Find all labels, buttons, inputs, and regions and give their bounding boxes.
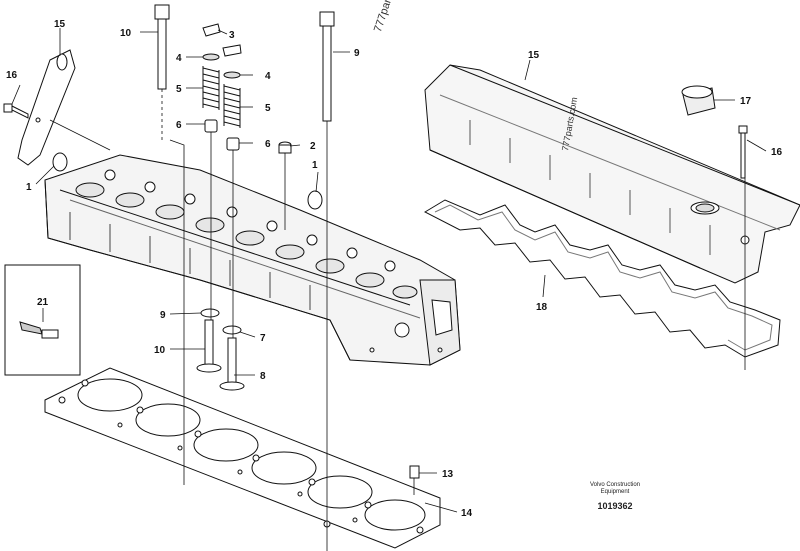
callout-20: 16 — [6, 70, 18, 81]
figure-number: 1019362 — [597, 501, 633, 511]
callout-9-text: 9 — [160, 310, 166, 321]
plug-1b — [307, 190, 323, 210]
callout-5: 5 — [176, 84, 182, 95]
head-bolt-12 — [154, 4, 170, 90]
spring-retainers — [202, 53, 241, 79]
callout-7: 7 — [260, 333, 266, 344]
callout-19: 15 — [54, 19, 66, 30]
callout-8: 8 — [260, 371, 266, 382]
cover-bolt — [738, 125, 748, 179]
callout-6: 6 — [176, 120, 182, 131]
manufacturer-footer: Volvo Construction Equipment 1019362 — [560, 482, 670, 511]
valves — [196, 319, 245, 391]
callout-4: 4 — [176, 53, 182, 64]
oil-filler-cap — [681, 85, 716, 116]
valve-cover — [424, 64, 800, 284]
callout-21-text: 21 — [37, 297, 49, 308]
callout-10-text: 10 — [154, 345, 166, 356]
callout-labels: 15 16 1 1 2 10 9 3 4 4 5 5 6 6 7 9 9 11 … — [6, 19, 783, 519]
insert-13 — [409, 465, 420, 479]
footer-line-2: Equipment — [600, 489, 630, 495]
plug-1 — [52, 152, 68, 172]
leader-lines — [11, 28, 767, 513]
callout-16-text: 16 — [771, 147, 783, 158]
callout-14: 14 — [461, 508, 473, 519]
assembly-lines — [49, 89, 746, 551]
cylinder-head — [44, 154, 461, 366]
callout-13: 13 — [442, 469, 454, 480]
callout-1: 1 — [26, 182, 32, 193]
head-bolt-11 — [319, 11, 335, 122]
callout-18-text: 18 — [536, 302, 548, 313]
footer-line-1: Volvo Construction — [589, 482, 641, 488]
callout-5b: 5 — [265, 103, 271, 114]
callout-6b: 6 — [265, 139, 271, 150]
sensor-inset — [4, 264, 81, 376]
callout-15-text: 15 — [528, 50, 540, 61]
bracket-bolt — [3, 103, 29, 119]
valve-guide — [278, 141, 292, 154]
valve-springs — [202, 66, 241, 128]
valve-seat-rings — [200, 308, 242, 335]
valve-keepers — [202, 23, 242, 57]
callout-1b: 1 — [312, 160, 318, 171]
lifting-bracket — [17, 49, 76, 166]
valve-cover-gasket — [423, 199, 781, 358]
callout-4b: 4 — [265, 71, 271, 82]
valve-seals — [204, 119, 240, 151]
callout-11: 9 — [354, 48, 360, 59]
callout-3: 3 — [229, 30, 235, 41]
callout-17-text: 17 — [740, 96, 752, 107]
callout-2: 2 — [310, 141, 316, 152]
head-gasket — [44, 367, 441, 549]
callout-12: 10 — [120, 28, 132, 39]
